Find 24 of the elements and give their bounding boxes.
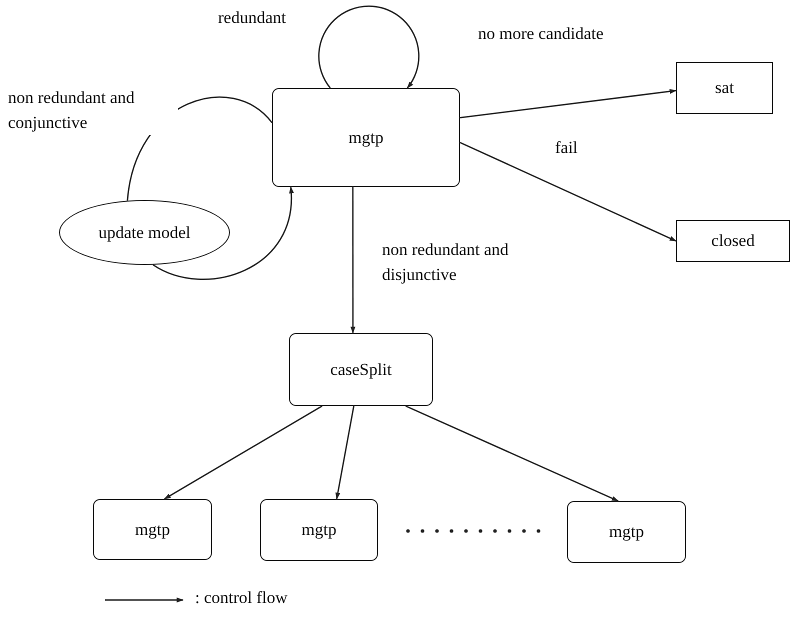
arrow — [318, 6, 420, 89]
arrow — [164, 405, 322, 500]
legend-label: : control flow — [195, 588, 288, 608]
node-label: mgtp — [348, 128, 384, 148]
node-label: mgtp — [302, 520, 336, 540]
node-label: mgtp — [135, 520, 170, 540]
state-box — [567, 501, 686, 563]
state-box — [93, 499, 212, 560]
node-label: sat — [715, 78, 734, 98]
arrow — [460, 88, 677, 118]
node-label: mgtp — [609, 522, 644, 542]
arrow — [460, 142, 677, 242]
node-label: closed — [711, 231, 755, 251]
arrow — [152, 186, 294, 280]
node-label: update model — [98, 222, 191, 242]
arrow — [335, 406, 354, 500]
state-box — [272, 88, 460, 187]
arrow — [405, 405, 619, 502]
state-box — [289, 333, 433, 406]
state-box — [676, 220, 790, 262]
state-box — [676, 62, 773, 114]
arrow — [350, 187, 356, 334]
node-label: caseSplit — [330, 360, 392, 380]
state-box — [260, 499, 378, 561]
